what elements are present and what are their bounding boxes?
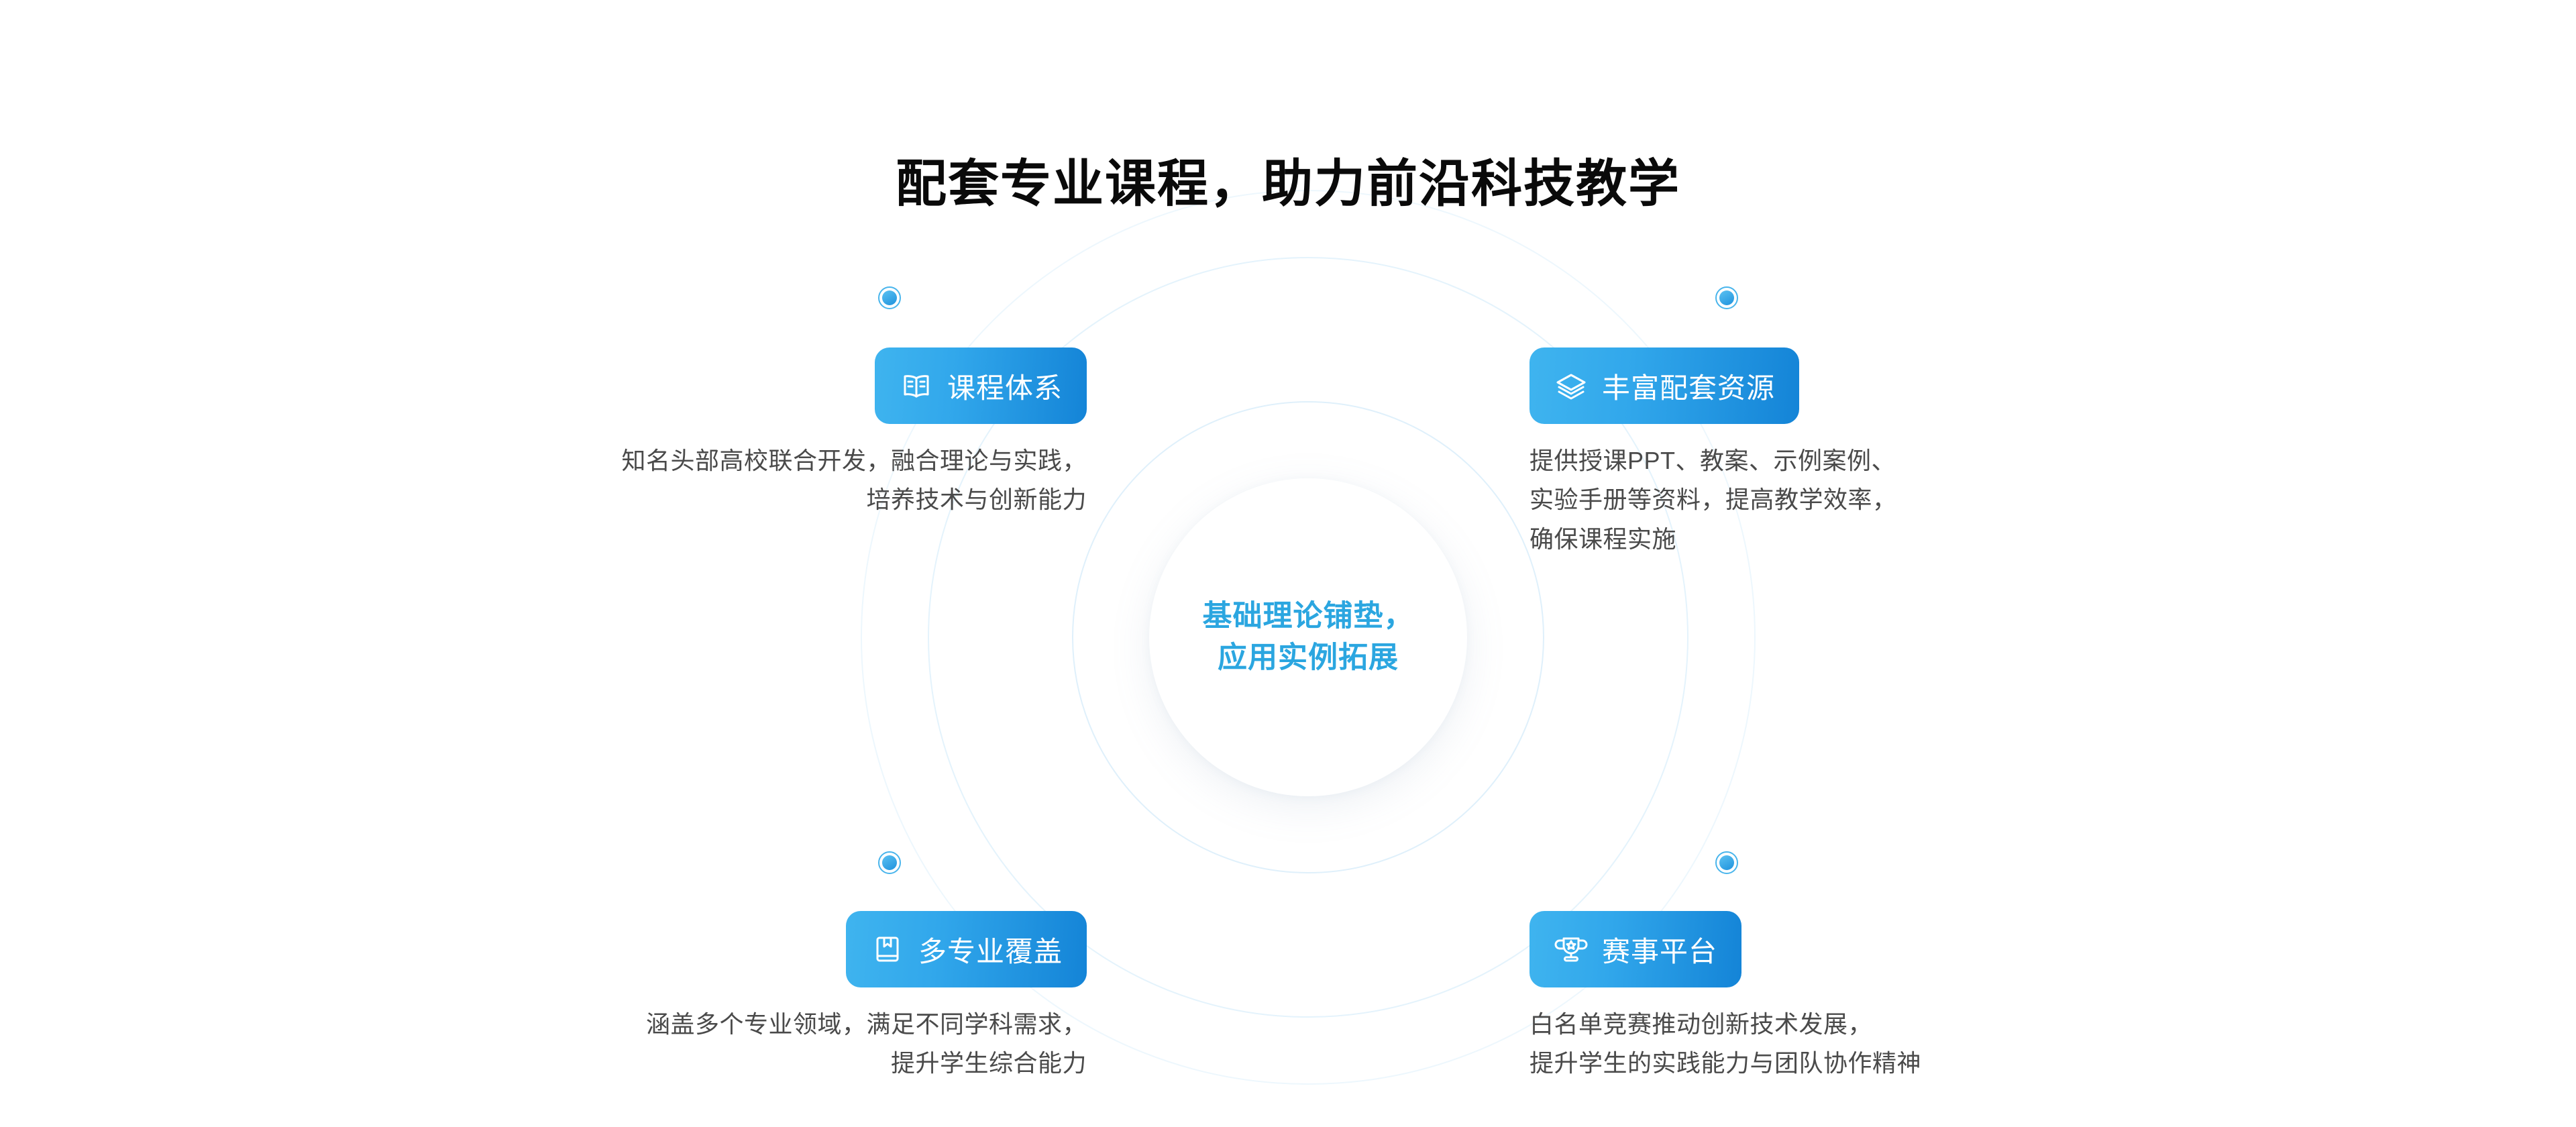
feature-block-multi-major-coverage: 多专业覆盖 涵盖多个专业领域，满足不同学科需求， 提升学生综合能力 bbox=[577, 911, 1087, 1083]
badge-label-multi-major-coverage: 多专业覆盖 bbox=[918, 935, 1063, 967]
desc-line: 白名单竞赛推动创新技术发展， bbox=[1529, 1010, 1873, 1038]
desc-line: 提升学生综合能力 bbox=[890, 1049, 1087, 1077]
desc-line: 提供授课PPT、教案、示例案例、 bbox=[1529, 447, 1896, 474]
page-title: 配套专业课程，助力前沿科技教学 bbox=[896, 155, 1680, 213]
desc-rich-resources: 提供授课PPT、教案、示例案例、 实验手册等资料，提高教学效率， 确保课程实施 bbox=[1529, 441, 2039, 559]
desc-line: 知名头部高校联合开发，融合理论与实践， bbox=[621, 447, 1087, 474]
desc-line: 提升学生的实践能力与团队协作精神 bbox=[1529, 1049, 1922, 1077]
badge-label-competition-platform: 赛事平台 bbox=[1602, 935, 1718, 967]
desc-course-system: 知名头部高校联合开发，融合理论与实践， 培养技术与创新能力 bbox=[577, 441, 1087, 520]
badge-competition-platform[interactable]: 赛事平台 bbox=[1529, 911, 1742, 987]
connector-dot-top-right bbox=[1715, 286, 1738, 309]
connector-dot-top-left bbox=[878, 286, 901, 309]
desc-competition-platform: 白名单竞赛推动创新技术发展， 提升学生的实践能力与团队协作精神 bbox=[1529, 1005, 2039, 1083]
center-slogan-line-1: 基础理论铺垫， bbox=[1202, 599, 1414, 633]
desc-line: 涵盖多个专业领域，满足不同学科需求， bbox=[645, 1010, 1087, 1038]
open-book-icon bbox=[899, 368, 934, 403]
desc-line: 确保课程实施 bbox=[1529, 525, 1677, 553]
badge-rich-resources[interactable]: 丰富配套资源 bbox=[1529, 347, 1800, 424]
badge-label-course-system: 课程体系 bbox=[947, 372, 1063, 404]
connector-dot-bottom-right bbox=[1715, 851, 1738, 874]
feature-block-rich-resources: 丰富配套资源 提供授课PPT、教案、示例案例、 实验手册等资料，提高教学效率， … bbox=[1529, 347, 2039, 559]
center-slogan-line-2: 应用实例拓展 bbox=[1218, 641, 1399, 674]
trophy-icon bbox=[1554, 932, 1589, 967]
center-slogan: 基础理论铺垫， 应用实例拓展 bbox=[1150, 596, 1466, 680]
center-disc bbox=[1149, 478, 1467, 796]
connector-dot-bottom-left bbox=[878, 851, 901, 874]
badge-multi-major-coverage[interactable]: 多专业覆盖 bbox=[845, 911, 1087, 987]
desc-line: 培养技术与创新能力 bbox=[866, 486, 1087, 514]
desc-multi-major-coverage: 涵盖多个专业领域，满足不同学科需求， 提升学生综合能力 bbox=[577, 1005, 1087, 1083]
capability-circle-diagram: 基础理论铺垫， 应用实例拓展 课程体系 知名头部高校联合开发，融合理论与实践， … bbox=[621, 168, 1921, 1107]
badge-course-system[interactable]: 课程体系 bbox=[874, 347, 1087, 424]
badge-label-rich-resources: 丰富配套资源 bbox=[1602, 372, 1776, 404]
feature-block-competition-platform: 赛事平台 白名单竞赛推动创新技术发展， 提升学生的实践能力与团队协作精神 bbox=[1529, 911, 2039, 1083]
feature-block-course-system: 课程体系 知名头部高校联合开发，融合理论与实践， 培养技术与创新能力 bbox=[577, 347, 1087, 520]
layers-icon bbox=[1554, 368, 1589, 403]
desc-line: 实验手册等资料，提高教学效率， bbox=[1529, 486, 1897, 514]
bookmark-book-icon bbox=[870, 932, 905, 967]
